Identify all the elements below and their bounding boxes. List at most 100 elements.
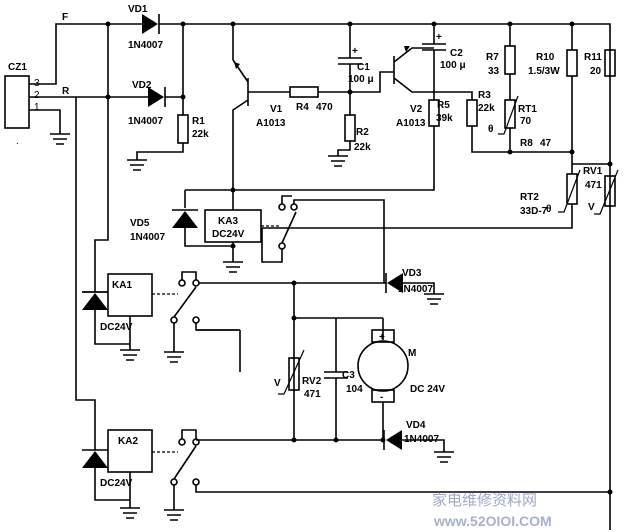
relay-ka3: KA3 DC24V <box>204 209 262 243</box>
r3-ref: R3 <box>478 90 491 101</box>
rv1-ref: RV1 <box>583 166 603 177</box>
r1-value: 22k <box>192 129 209 140</box>
watermark-chinese: 家电维修资料网 <box>432 491 537 509</box>
vd1-value: 1N4007 <box>128 40 163 51</box>
connector-cz1: CZ1 3 2 1 . <box>4 62 40 147</box>
ka3-value: DC24V <box>212 229 245 240</box>
vd3-ref: VD3 <box>402 268 422 279</box>
v1-ref: V1 <box>270 104 283 115</box>
rt2-symbol: θ <box>546 204 551 215</box>
rv1-value: 471 <box>585 180 602 191</box>
motor-ref: M <box>408 348 416 359</box>
resistor-r3: R3 22k <box>434 90 510 153</box>
cz1-pin1: 1 <box>34 102 40 113</box>
resistor-r1: R1 22k <box>127 97 209 171</box>
varistor-rv1: RV1 471 V <box>583 166 619 215</box>
motor-value: DC 24V <box>410 384 445 395</box>
diode-vd2: VD2 1N4007 <box>128 80 166 127</box>
vd5-value: 1N4007 <box>130 232 165 243</box>
rt1-ref: RT1 <box>518 104 537 115</box>
capacitor-c3: C3 104 <box>324 318 363 440</box>
r7-value: 33 <box>488 66 500 77</box>
relay-ka1: KA1 DC24V <box>82 268 153 361</box>
wire-top-rail <box>159 23 611 530</box>
motor-minus: - <box>380 392 383 403</box>
ground-symbol <box>50 133 70 145</box>
diode-vd4: VD4 1N4007 <box>383 420 454 463</box>
varistor-rv2: RV2 471 V <box>274 349 322 400</box>
rt1-value: 70 <box>520 116 532 127</box>
v1-value: A1013 <box>256 118 286 129</box>
vd3-value: 1N4007 <box>398 284 433 295</box>
r2-value: 22k <box>354 142 371 153</box>
relay-ka2-contacts <box>164 429 610 521</box>
rt1-symbol: θ <box>488 124 493 135</box>
resistor-r8: R8 47 <box>510 138 572 153</box>
vd4-ref: VD4 <box>406 420 426 431</box>
v2-value: A1013 <box>396 118 426 129</box>
thermistor-rt2: RT2 33D-7 θ <box>262 169 581 229</box>
motor-m: + - M DC 24V <box>357 318 445 440</box>
cz1-label: CZ1 <box>8 62 27 73</box>
transistor-v1: V1 A1013 <box>232 59 290 190</box>
diode-vd5: VD5 1N4007 <box>130 209 233 247</box>
vd1-ref: VD1 <box>128 4 148 15</box>
diode-vd1: VD1 1N4007 <box>128 4 163 51</box>
vd2-value: 1N4007 <box>128 116 163 127</box>
cz1-pin2: 2 <box>34 90 40 101</box>
r5-ref: R5 <box>437 100 450 111</box>
r7-ref: R7 <box>486 52 499 63</box>
ground-symbol <box>223 261 243 273</box>
resistor-r5: R5 39k <box>185 99 453 191</box>
transistor-v2: V2 A1013 <box>393 46 434 129</box>
ka3-ref: KA3 <box>218 216 238 227</box>
r11-value: 20 <box>590 66 602 77</box>
ka1-ref: KA1 <box>112 280 132 291</box>
svg-text:.: . <box>16 136 19 147</box>
r8-ref: R8 <box>520 138 533 149</box>
thermistor-rt1: RT1 70 θ <box>488 95 537 152</box>
r5-value: 39k <box>436 113 453 124</box>
c2-value: 100 μ <box>440 60 466 71</box>
label-f: F <box>62 12 68 23</box>
wire-f <box>29 23 108 85</box>
c2-ref: C2 <box>450 48 463 59</box>
resistor-r4: R4 470 <box>289 86 350 113</box>
resistor-r11: R11 20 <box>584 49 616 77</box>
r8-value: 47 <box>540 138 552 149</box>
r10-value: 1.5/3W <box>528 66 560 77</box>
c2-plus: + <box>436 32 442 43</box>
rt2-ref: RT2 <box>520 192 539 203</box>
c3-value: 104 <box>346 384 363 395</box>
relay-ka3-contacts <box>261 195 385 283</box>
rv1-symbol: V <box>588 202 595 213</box>
c1-value: 100 μ <box>348 74 374 85</box>
vd2-ref: VD2 <box>132 80 152 91</box>
c1-ref: C1 <box>357 62 370 73</box>
motor-plus: + <box>379 332 385 343</box>
relay-ka1-contacts <box>164 271 384 363</box>
wire-gnd-pin1 <box>29 109 61 134</box>
label-r: R <box>62 86 70 97</box>
c3-ref: C3 <box>342 370 355 381</box>
r2-ref: R2 <box>356 127 369 138</box>
capacitor-c1: + C1 100 μ <box>338 24 374 115</box>
vd4-value: 1N4007 <box>404 434 439 445</box>
ka1-value: DC24V <box>100 322 133 333</box>
ka2-value: DC24V <box>100 478 133 489</box>
r1-ref: R1 <box>192 116 205 127</box>
watermark: 家电维修资料网 www.52OIOI.COM <box>432 491 552 529</box>
c1-plus: + <box>352 46 358 57</box>
resistor-r2: R2 22k <box>328 114 371 167</box>
resistor-r7: R7 33 <box>486 24 516 100</box>
v2-ref: V2 <box>410 104 423 115</box>
r11-ref: R11 <box>584 52 602 63</box>
resistor-r10: R10 1.5/3W <box>528 24 578 152</box>
rv2-value: 471 <box>304 389 321 400</box>
rv2-ref: RV2 <box>302 376 322 387</box>
r4-value: 470 <box>316 102 333 113</box>
rt2-value: 33D-7 <box>520 206 548 217</box>
r4-ref: R4 <box>296 102 309 113</box>
